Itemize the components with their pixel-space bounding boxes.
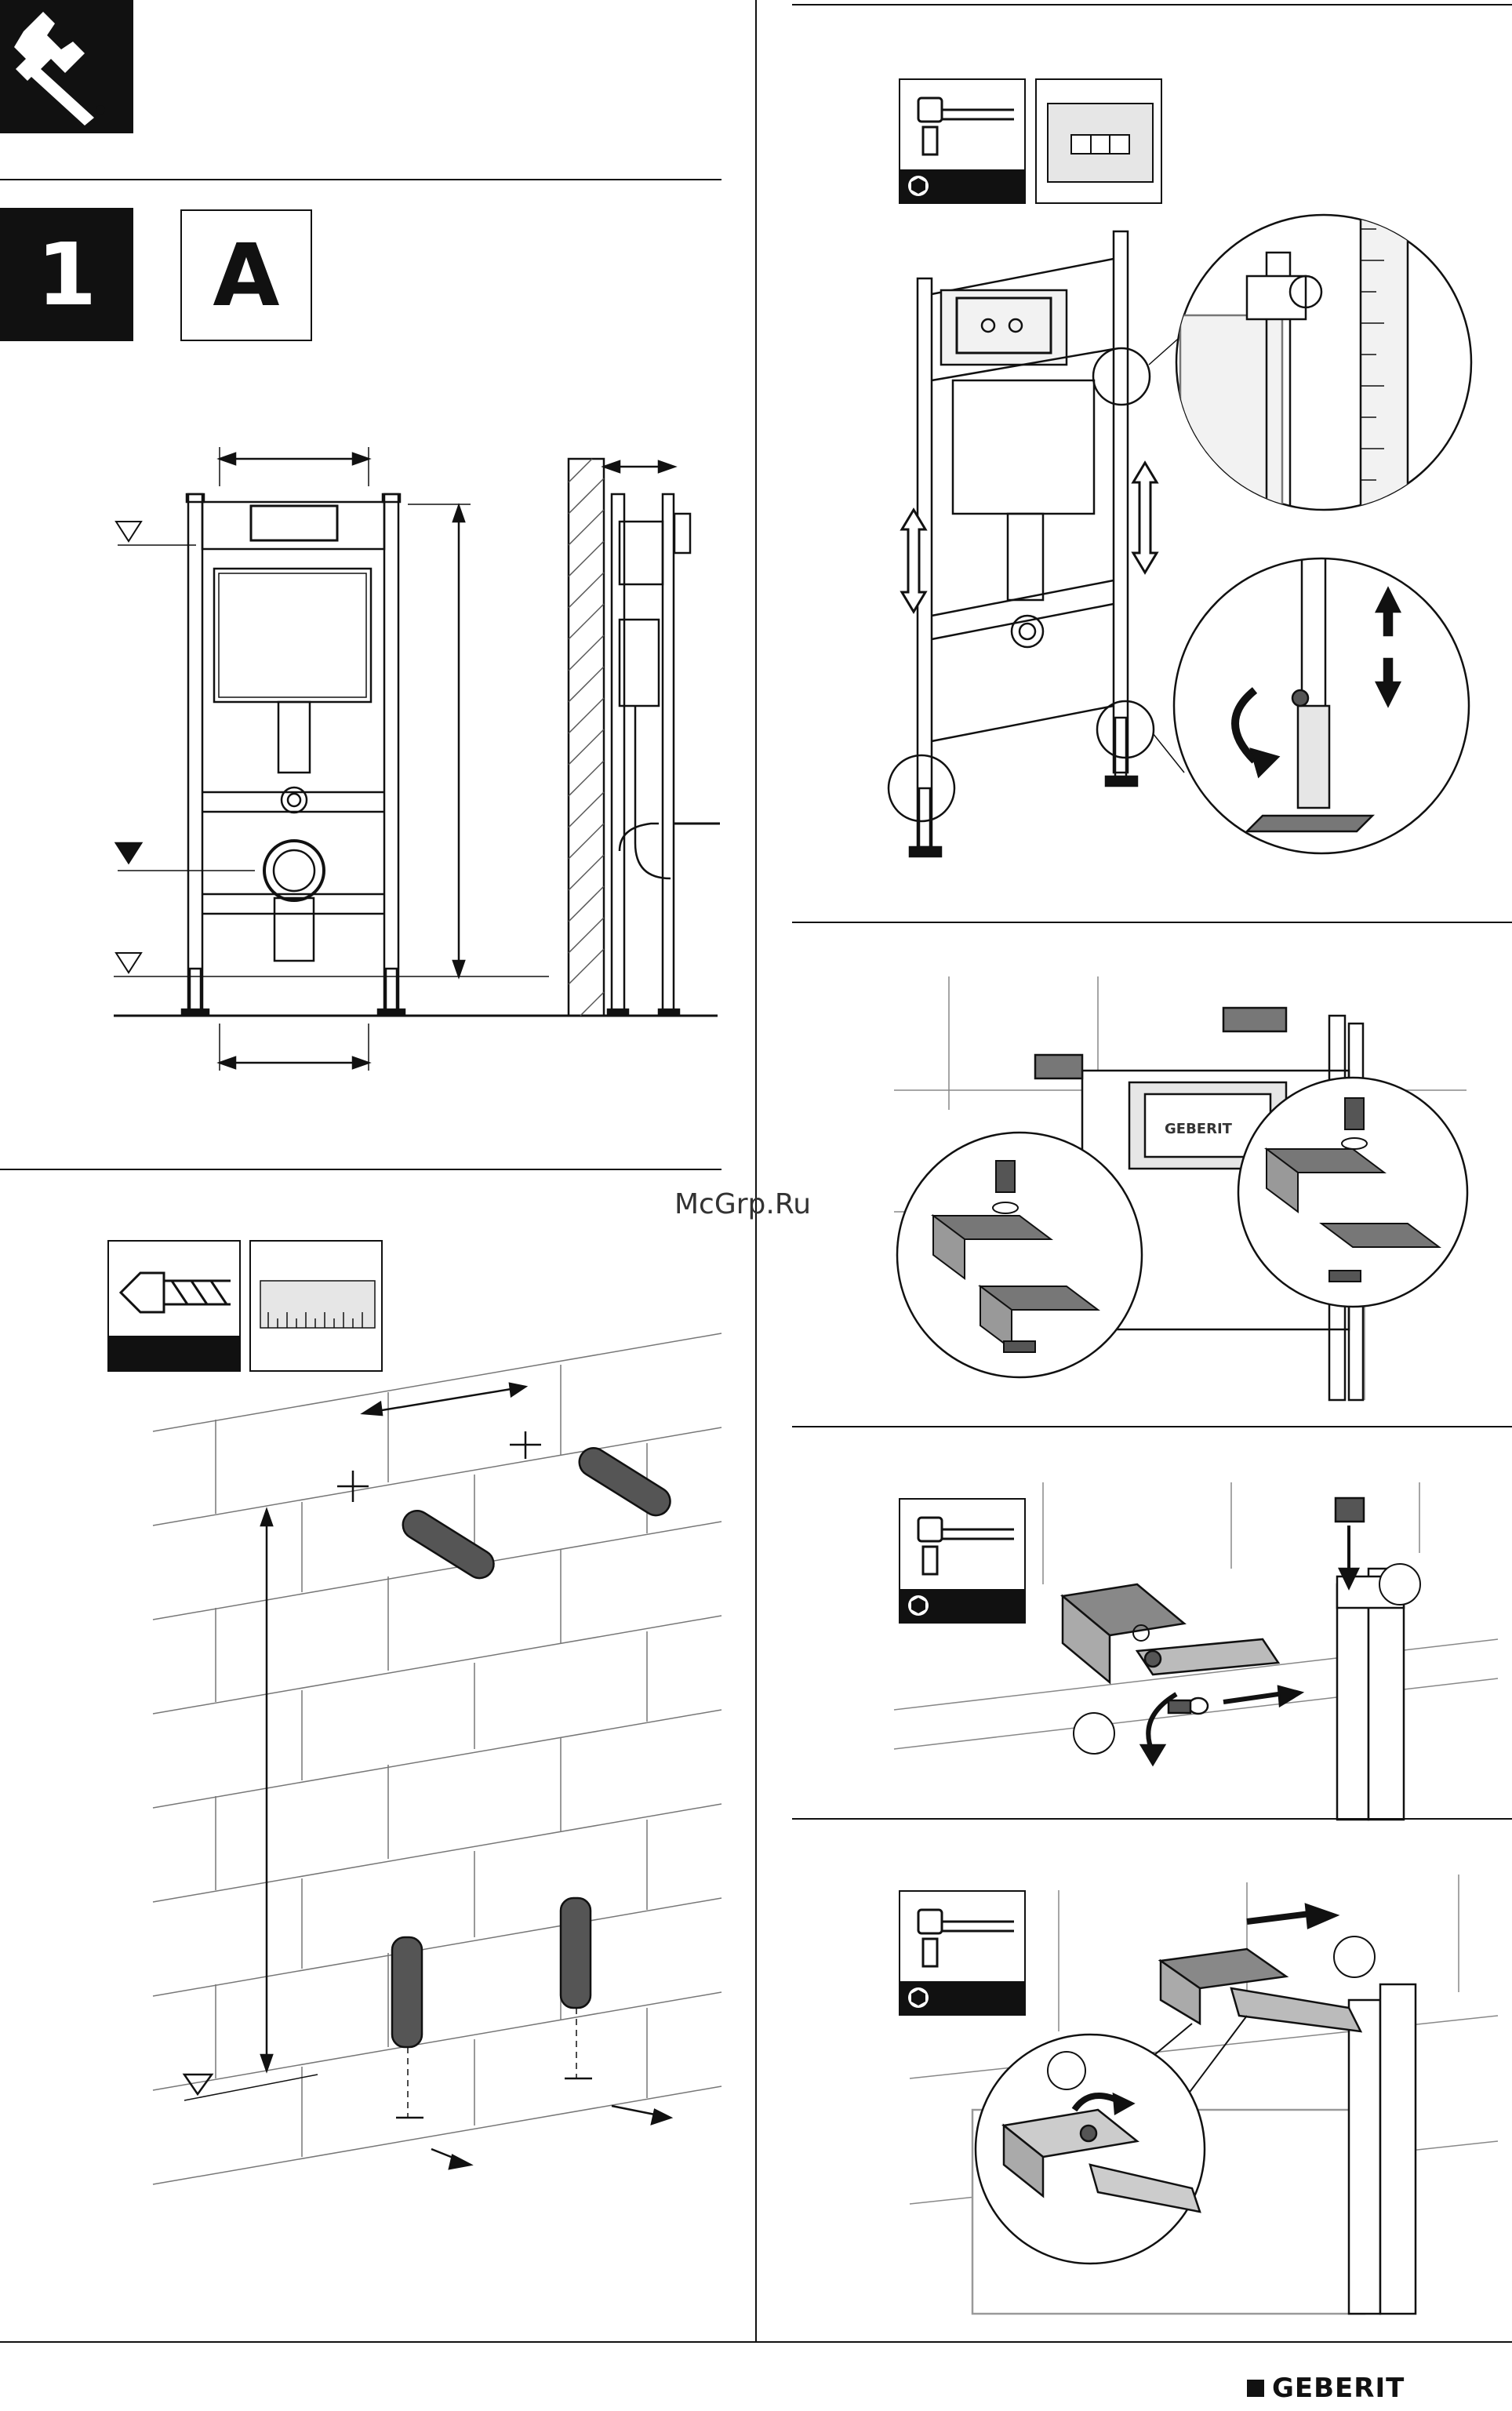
step-number-badge: 1 xyxy=(0,208,133,341)
right-top-rule xyxy=(792,4,1512,5)
bracket-mount-diagram xyxy=(886,1482,1498,1796)
wrench-icon xyxy=(0,0,133,133)
ruler-icon xyxy=(260,1281,375,1328)
column-divider xyxy=(755,0,757,2341)
socket-wrench-icon xyxy=(912,92,1016,162)
watermark-text: McGrp.Ru xyxy=(674,1188,811,1220)
wrench-tool-box-1 xyxy=(899,78,1026,204)
wrench-tool-band-1 xyxy=(900,169,1024,202)
logo-square xyxy=(1247,2380,1264,2397)
bracket-tighten-callout xyxy=(972,2031,1208,2267)
right-section-rule-3 xyxy=(792,1818,1512,1820)
zoom-leg-callout xyxy=(1169,549,1474,863)
zoom-scale-callout xyxy=(1172,205,1478,519)
wall-anchor-diagram xyxy=(153,1333,725,2188)
footer-rule xyxy=(0,2341,1512,2343)
frame-brand-label: GEBERIT xyxy=(1165,1121,1233,1137)
wrench-tile xyxy=(0,0,133,133)
logo-text: GEBERIT xyxy=(1272,2373,1405,2404)
right-section-rule-1 xyxy=(792,922,1512,923)
frame-front-side-diagram xyxy=(110,427,721,1071)
drill-bit-icon xyxy=(117,1261,234,1324)
top-left-rule xyxy=(0,179,721,180)
spirit-level-icon xyxy=(1048,104,1153,182)
geberit-logo: GEBERIT xyxy=(1247,2373,1405,2404)
level-tool-box xyxy=(1035,78,1162,204)
right-section-rule-2 xyxy=(792,1426,1512,1427)
bracket-callout-right xyxy=(1235,1075,1470,1310)
bracket-callout-left xyxy=(894,1129,1145,1380)
hex-socket-icon xyxy=(907,174,930,198)
left-section-rule xyxy=(0,1169,721,1170)
step-letter-badge: A xyxy=(180,209,312,341)
